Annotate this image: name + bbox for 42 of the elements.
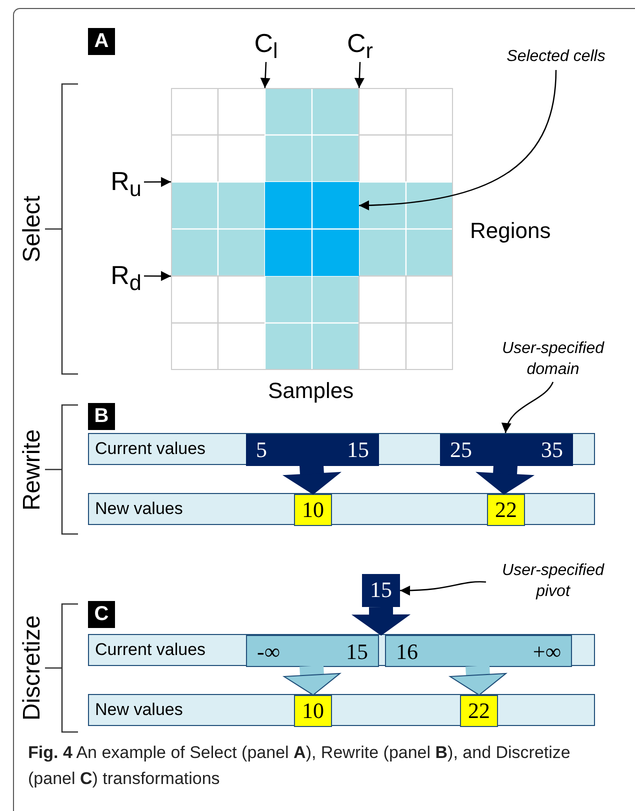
value-bar bbox=[88, 694, 595, 726]
row-label: New values bbox=[95, 499, 183, 519]
row-label: Current values bbox=[95, 640, 206, 660]
figure-caption: Fig. 4 An example of Select (panel A), Rewrite (panel B), and Discretize (panel C) transformations bbox=[28, 742, 572, 790]
panel-letter: C bbox=[88, 601, 115, 628]
value-bar bbox=[88, 433, 595, 465]
panel-letter: A bbox=[88, 28, 115, 55]
range-end-value: 15 bbox=[347, 437, 369, 463]
bracket-label: Rewrite bbox=[18, 429, 46, 511]
bracket-label: Select bbox=[18, 196, 46, 262]
callout-text: Selected cells bbox=[492, 46, 620, 70]
axis-symbol: C$_{l}$ bbox=[250, 28, 282, 62]
panel-letter: B bbox=[88, 403, 115, 430]
value-range-block bbox=[440, 434, 573, 466]
value-range-block bbox=[385, 635, 572, 667]
value-bar bbox=[88, 493, 595, 525]
callout-text: User-specified pivot bbox=[486, 560, 620, 604]
value-range-block bbox=[246, 434, 379, 466]
value-bar bbox=[88, 634, 595, 666]
row-label: Current values bbox=[95, 439, 206, 459]
bracket-label: Discretize bbox=[18, 615, 46, 721]
axis-label: Samples bbox=[268, 378, 354, 404]
selected-cells-block bbox=[265, 182, 359, 276]
range-end-value: +∞ bbox=[532, 639, 561, 665]
axis-symbol: R$_{u}$ bbox=[108, 166, 144, 198]
axis-symbol: C$_{r}$ bbox=[344, 28, 376, 62]
pivot-box: 15 bbox=[362, 574, 400, 607]
range-end-value: 15 bbox=[346, 639, 368, 665]
range-start-value: -∞ bbox=[257, 639, 280, 665]
value-box: 22 bbox=[487, 494, 525, 526]
row-label: New values bbox=[95, 700, 183, 720]
range-start-value: 25 bbox=[450, 437, 472, 463]
axis-symbol: R$_{d}$ bbox=[108, 260, 144, 292]
value-box: 10 bbox=[294, 695, 332, 727]
range-end-value: 35 bbox=[541, 437, 563, 463]
value-box: 22 bbox=[460, 695, 498, 727]
value-range-block bbox=[246, 635, 379, 667]
axis-label: Regions bbox=[470, 218, 551, 244]
range-start-value: 5 bbox=[256, 437, 267, 463]
value-box: 10 bbox=[294, 494, 332, 526]
range-start-value: 16 bbox=[396, 639, 418, 665]
callout-text: User-specified domain bbox=[486, 338, 620, 382]
